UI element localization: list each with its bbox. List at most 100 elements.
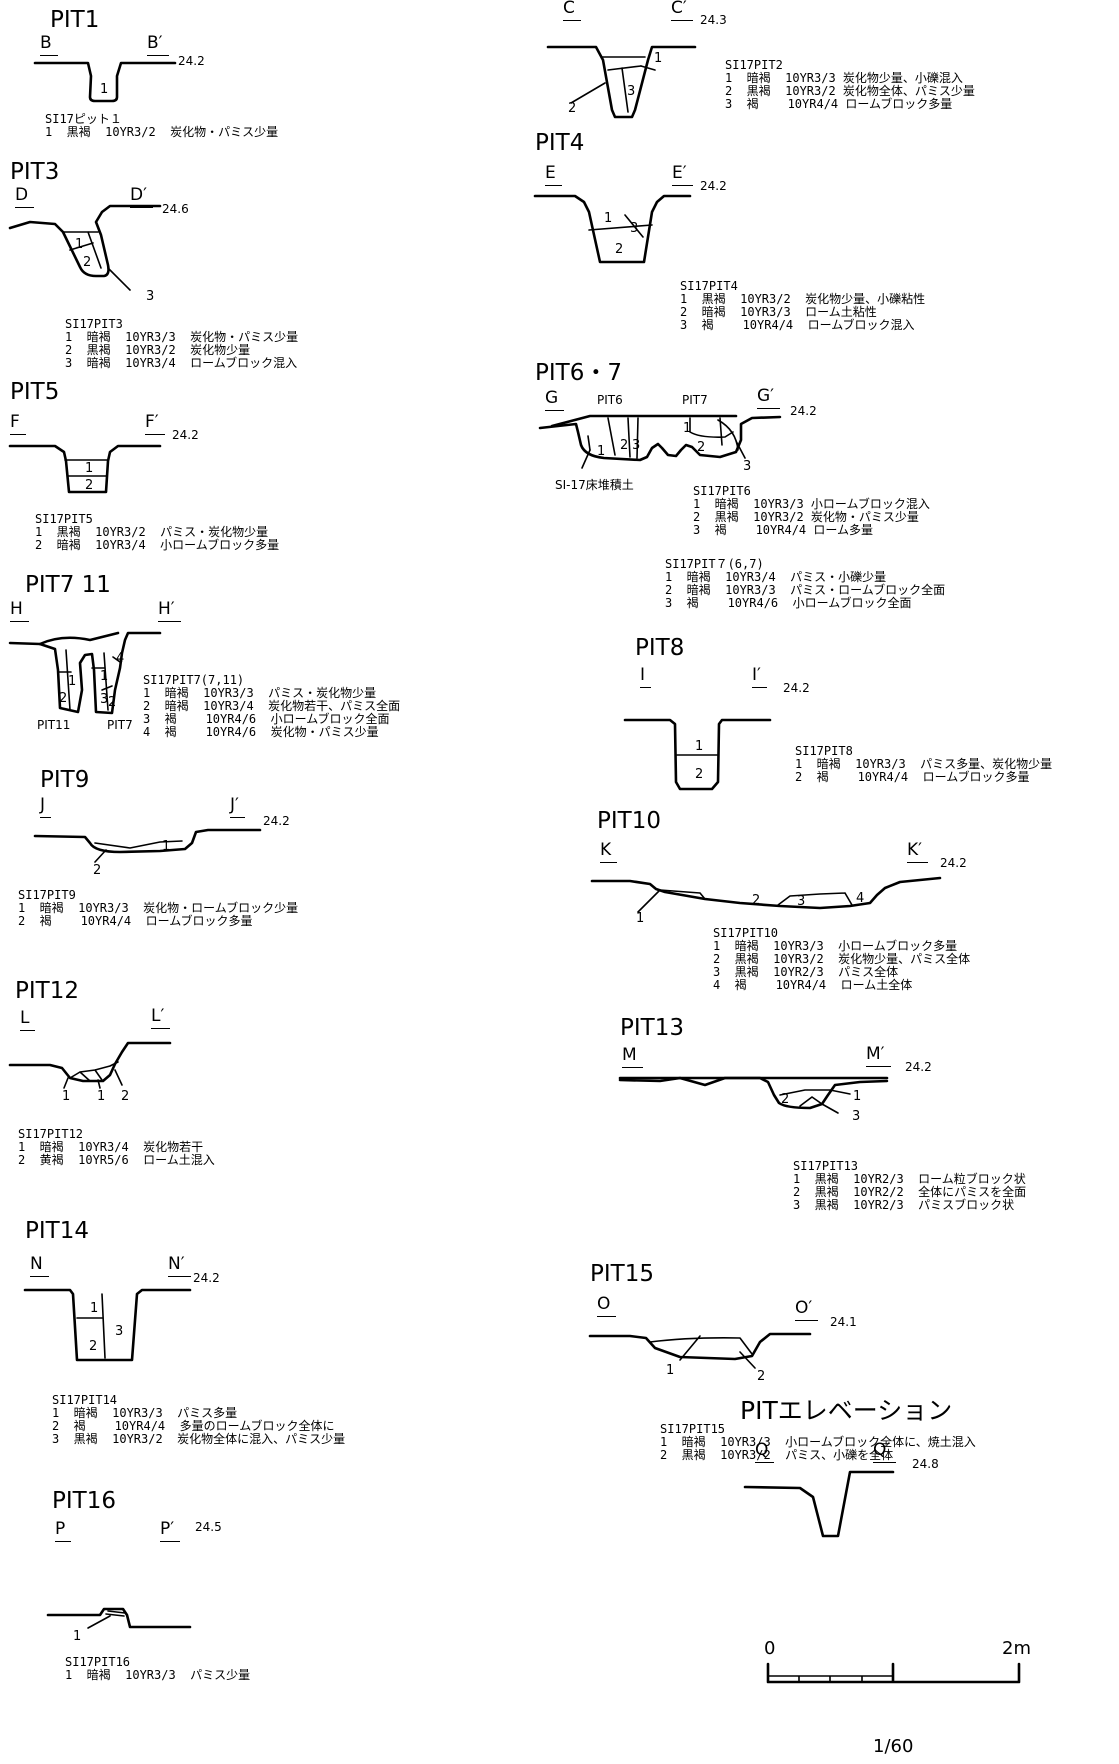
pit16-layer-boundaries — [87, 1610, 126, 1629]
layer-number: 4 — [856, 891, 864, 906]
scale-bar-ticks — [767, 1675, 894, 1683]
pit67-elevation: 24.2 — [790, 404, 817, 418]
layer-number: 2 — [83, 255, 91, 270]
pit12-layer-boundaries — [63, 1061, 123, 1089]
pit10-section-label-right: K′ — [907, 842, 929, 863]
layer-number: 1 — [636, 911, 644, 926]
layer-number: 4 — [116, 651, 124, 666]
pit13-layer-boundaries — [779, 1089, 851, 1114]
pit8-section-label-right: I′ — [752, 667, 767, 688]
layer-number: 3 — [627, 84, 635, 99]
layer-number: 1 — [90, 1301, 98, 1316]
layer-number: 2 — [781, 1092, 789, 1107]
layer-number: 2 — [89, 1339, 97, 1354]
layer-number: 1 — [666, 1363, 674, 1378]
layer-number: 3 — [797, 894, 805, 909]
pit10-layer-boundaries — [637, 889, 853, 913]
pit9-section-profile — [33, 828, 262, 854]
pit5-elevation: 24.2 — [172, 428, 199, 442]
elevation-section-profile — [743, 1470, 895, 1538]
pit12-title: PIT12 — [15, 978, 79, 1004]
scale-ratio-label: 1/60 — [873, 1736, 914, 1757]
pit3-section-label-right: D′ — [130, 187, 153, 208]
pit2-section-profile — [546, 45, 697, 119]
layer-number: 1 — [654, 51, 662, 66]
layer-number: 2 — [59, 691, 67, 706]
layer-number: 2 — [108, 695, 116, 710]
pit8-title: PIT8 — [635, 635, 685, 661]
layer-number: 3 — [115, 1324, 123, 1339]
pit711-left-shoulder — [38, 631, 120, 646]
pit67-section-label-right: G′ — [757, 388, 781, 409]
pit5-section-label-left: F — [10, 414, 26, 435]
pit15-title: PIT15 — [590, 1261, 654, 1287]
layer-number: 1 — [73, 1629, 81, 1644]
pit9-section-label-left: J — [40, 797, 52, 818]
layer-number: 2 — [697, 440, 705, 455]
pit15-section-label-right: O′ — [795, 1300, 819, 1321]
pit711-section-profile — [8, 631, 162, 715]
pit4-elevation: 24.2 — [700, 179, 727, 193]
pit3-elevation: 24.6 — [162, 202, 189, 216]
pit13-section-label-right: M′ — [866, 1046, 891, 1067]
layer-number: 1 — [597, 444, 605, 459]
layer-number: 2 — [620, 438, 628, 453]
scale-bar-frame — [766, 1662, 1021, 1684]
layer-number: 2 — [93, 863, 101, 878]
pit16-title: PIT16 — [52, 1488, 116, 1514]
pit4-layer-boundaries — [588, 214, 653, 238]
layer-number: 2 — [757, 1369, 765, 1384]
layer-number: 2 — [568, 101, 576, 116]
pit711-layer-boundaries — [57, 649, 121, 711]
pit14-section-profile — [23, 1288, 192, 1362]
pit14-elevation: 24.2 — [193, 1271, 220, 1285]
elevation-section-label-left: Q — [755, 1442, 775, 1463]
layer-number: 3 — [100, 692, 108, 707]
pit15-section-label-left: O — [597, 1296, 617, 1317]
pit4-section-label-right: E′ — [672, 165, 693, 186]
pit67-floor-note: SI-17床堆積土 — [555, 478, 634, 492]
layer-number: 2 — [615, 242, 623, 257]
pit67-sub-label-pit6: PIT6 — [597, 393, 623, 407]
pit1-section-profile — [33, 61, 177, 103]
pit2-layer-boundaries — [570, 56, 646, 113]
pit711-sub-label-pit11: PIT11 — [37, 718, 71, 732]
pit15-section-profile — [588, 1332, 812, 1361]
pit67-layer-boundaries — [587, 417, 746, 459]
pit8-section-label-left: I — [640, 667, 652, 688]
pit67-note-leader — [581, 449, 591, 469]
pit711-sub-label-pit7: PIT7 — [107, 718, 133, 732]
layer-number: 1 — [68, 674, 76, 689]
pit5-section-label-right: F′ — [145, 414, 165, 435]
pit14-section-label-right: N′ — [168, 1256, 191, 1277]
layer-number: 2 — [695, 767, 703, 782]
pit16-elevation: 24.5 — [195, 1520, 222, 1534]
layer-number: 1 — [683, 421, 691, 436]
pit4-section-profile — [533, 194, 692, 264]
pit5-section-profile — [8, 444, 162, 494]
pit3-section-label-left: D — [15, 187, 35, 208]
layer-number: 1 — [62, 1089, 70, 1104]
pit711-title: PIT7 11 — [25, 572, 111, 598]
pit711-section-label-left: H — [10, 601, 29, 622]
pit1-section-label-left: B — [40, 35, 58, 56]
layer-number: 2 — [85, 478, 93, 493]
layer-number: 3 — [146, 289, 154, 304]
pit9-section-label-right: J′ — [230, 797, 245, 818]
layer-number: 1 — [97, 1089, 105, 1104]
pit5-title: PIT5 — [10, 379, 60, 405]
pit16-section-profile — [46, 1607, 192, 1629]
pit12-section-label-left: L — [20, 1010, 36, 1031]
pit14-layer-boundaries — [76, 1293, 106, 1359]
elevation-section-label-right: Q′ — [873, 1442, 897, 1463]
pit711-section-label-right: H′ — [158, 601, 181, 622]
